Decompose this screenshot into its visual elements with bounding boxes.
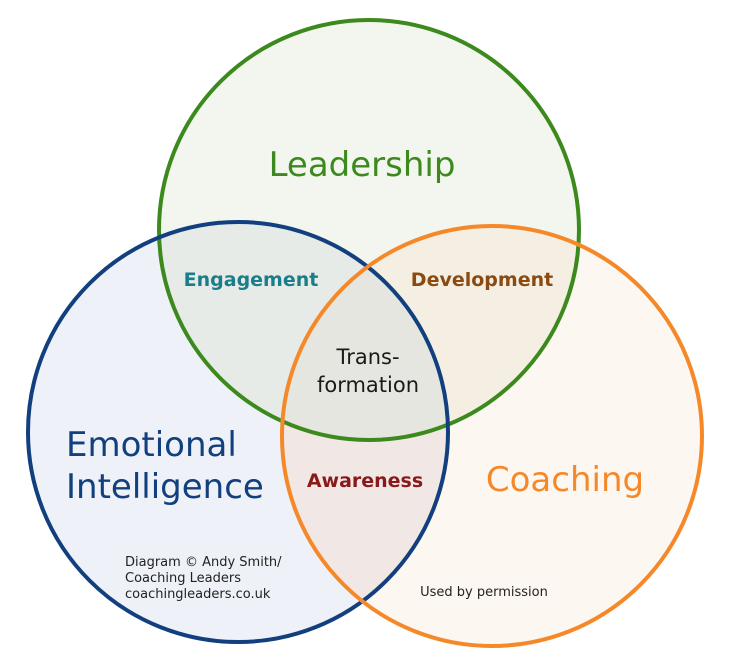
engagement-label: Engagement: [184, 269, 319, 291]
credit-line2: Coaching Leaders: [125, 571, 241, 586]
permission-note: Used by permission: [420, 585, 548, 600]
development-label: Development: [411, 269, 553, 291]
emotional-label-line2: Intelligence: [66, 467, 264, 507]
transformation-region: [282, 226, 448, 440]
credit-line1: Diagram © Andy Smith/: [125, 555, 282, 570]
credit-line3: coachingleaders.co.uk: [125, 587, 271, 602]
leadership-circle: [157, 18, 581, 442]
awareness-label: Awareness: [307, 470, 423, 492]
leadership-label: Leadership: [269, 145, 456, 185]
emotional-label-line1: Emotional: [66, 425, 237, 465]
transformation-label-line1: Trans-: [335, 345, 399, 369]
emotional-intelligence-circle: [26, 220, 450, 644]
transformation-label-line2: formation: [317, 373, 419, 397]
coaching-label: Coaching: [486, 460, 644, 500]
coaching-circle: [280, 224, 704, 648]
